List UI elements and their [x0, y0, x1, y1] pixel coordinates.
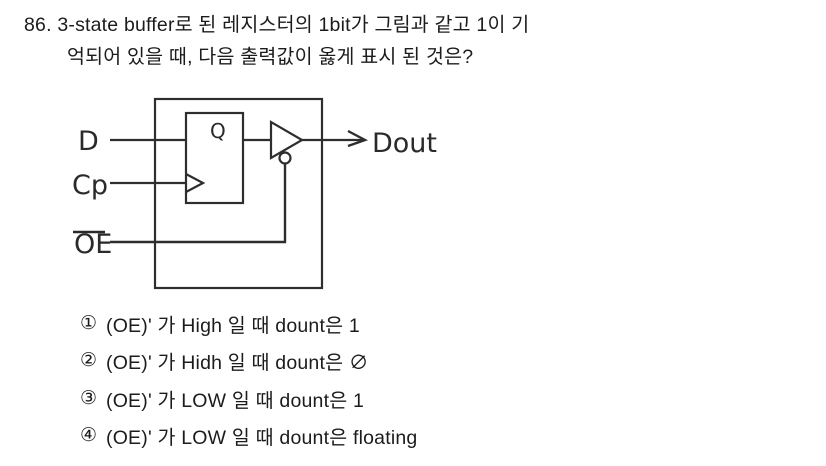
answer-option-1[interactable]: ① (OE)' 가 High 일 때 dount은 1	[80, 308, 360, 338]
label-d: D	[78, 126, 99, 157]
label-q: Q	[210, 119, 226, 143]
label-dout: Dout	[372, 128, 437, 159]
flipflop-box	[184, 111, 245, 205]
question-line-1: 86. 3-state buffer로 된 레지스터의 1bit가 그림과 같고…	[24, 14, 530, 36]
answer-option-2[interactable]: ② (OE)' 가 Hidh 일 때 dount은 ∅	[80, 345, 369, 375]
label-oe: OE	[74, 229, 112, 260]
answer-option-3[interactable]: ③ (OE)' 가 LOW 일 때 dount은 1	[80, 383, 364, 413]
answer-option-4[interactable]: ④ (OE)' 가 LOW 일 때 dount은 floating	[80, 420, 417, 450]
clock-edge-triangle	[185, 173, 206, 193]
option-4-text: (OE)' 가 LOW 일 때 dount은 floating	[106, 426, 418, 449]
option-1-text: (OE)' 가 High 일 때 dount은 1	[106, 314, 360, 337]
outer-boundary-box	[153, 97, 324, 290]
circuit-diagram-svg: D Cp OE Q Dout	[72, 97, 437, 290]
option-3-text: (OE)' 가 LOW 일 때 dount은 1	[106, 389, 365, 412]
output-arrowhead	[347, 129, 368, 148]
option-1-marker: ①	[80, 312, 98, 334]
circuit-diagram: D Cp OE Q Dout	[0, 80, 520, 295]
question-line-2: 억되어 있을 때, 다음 출력값이 옳게 표시 된 것은?	[67, 46, 474, 68]
option-2-text: (OE)' 가 Hidh 일 때 dount은 ∅	[106, 351, 369, 374]
option-3-marker: ③	[80, 387, 98, 409]
wire-oe-enable	[110, 164, 287, 244]
tristate-buffer-triangle	[269, 120, 305, 160]
option-2-marker: ②	[80, 349, 98, 371]
label-cp: Cp	[72, 170, 108, 201]
enable-inversion-bubble	[278, 151, 292, 165]
option-4-marker: ④	[80, 424, 98, 446]
